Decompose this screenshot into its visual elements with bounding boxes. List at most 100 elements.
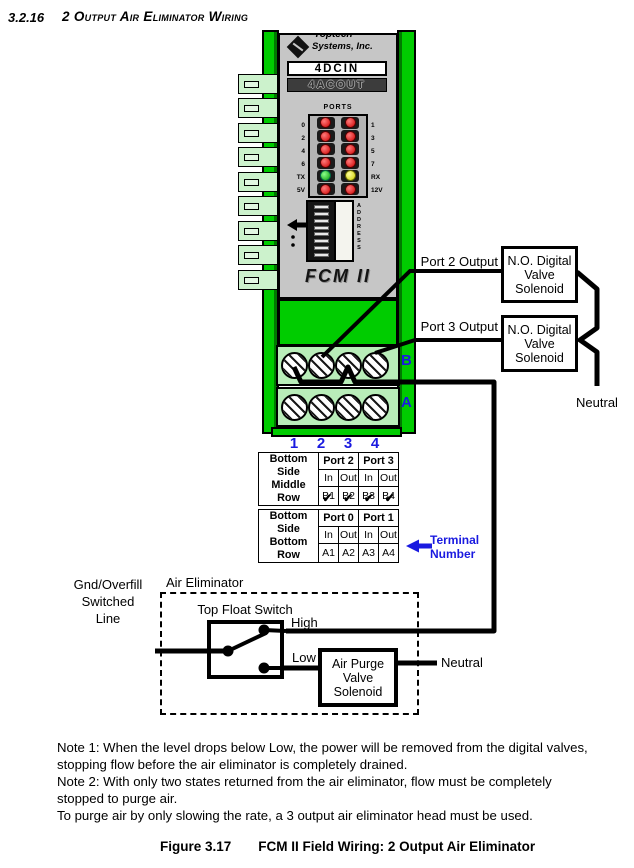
check-icon: ✔ (363, 491, 374, 505)
connector-tab (238, 123, 278, 143)
led-panel (308, 114, 368, 198)
terminal-screw-a2 (307, 393, 335, 421)
no-digital-valve-solenoid-2: N.O. Digital Valve Solenoid (501, 315, 578, 372)
terminal-screw-b2 (307, 351, 335, 379)
led-labels-right: 1 3 5 7 RX 12V (371, 122, 383, 194)
note-3: To purge air by only slowing the rate, a… (57, 808, 533, 823)
led-rx-icon (344, 170, 356, 182)
terminal-screw-a1 (280, 393, 308, 421)
terminal-screw-a4 (361, 393, 389, 421)
dip-slider-track (334, 202, 352, 260)
led-tx-icon (320, 170, 332, 182)
terminal-number-1: 1 (289, 435, 299, 452)
dip-lever (313, 253, 329, 257)
connector-slot (244, 130, 259, 137)
terminal-screw-b1 (280, 351, 308, 379)
port2-output-label: Port 2 Output (420, 254, 498, 269)
terminal-number-4: 4 (370, 435, 380, 452)
ports-panel-label: PORTS (323, 104, 353, 111)
dip-lever (313, 211, 329, 216)
notes-block: Note 1: When the level drops below Low, … (57, 739, 602, 824)
note-1: Note 1: When the level drops below Low, … (57, 740, 588, 772)
connector-tab (238, 172, 278, 192)
led-port4-icon (320, 143, 332, 155)
connector-slot (244, 252, 259, 259)
terminal-screw-a3 (334, 393, 362, 421)
connector-tab (238, 270, 278, 290)
wire-solenoids-neutral (575, 270, 600, 386)
product-name: FCM II (305, 266, 371, 286)
dip-lever (313, 204, 329, 209)
dip-lever (313, 225, 329, 230)
model-label-4dcin: 4DCIN (287, 61, 387, 76)
no-digital-valve-solenoid-1: N.O. Digital Valve Solenoid (501, 246, 578, 303)
led-port2-icon (320, 130, 332, 142)
led-row (310, 116, 366, 129)
table-row-label: Bottom Side Middle Row (258, 452, 319, 506)
high-label: High (291, 615, 318, 630)
note-2: Note 2: With only two states returned fr… (57, 774, 552, 806)
led-port3-icon (344, 130, 356, 142)
led-5v-icon (320, 183, 332, 195)
low-label: Low (292, 650, 316, 665)
led-port6-icon (320, 157, 332, 169)
connector-tab (238, 245, 278, 265)
led-row (310, 143, 366, 156)
top-float-switch-box (207, 620, 284, 679)
connector-tab (238, 98, 278, 118)
led-port0-icon (320, 117, 332, 129)
terminal-screw-b4 (361, 351, 389, 379)
port-header: Port 2 (318, 451, 359, 471)
figure-caption: Figure 3.17 FCM II Field Wiring: 2 Outpu… (160, 839, 535, 854)
dip-switch-block (306, 200, 354, 262)
connector-tab (238, 221, 278, 241)
led-labels-left: 0 2 4 6 TX 5V (296, 122, 305, 194)
led-row (310, 156, 366, 169)
figure-number: Figure 3.17 (160, 839, 232, 854)
dip-lever (313, 232, 329, 237)
led-row (310, 130, 366, 143)
terminal-number-label: Terminal Number (430, 533, 480, 561)
top-float-switch-label: Top Float Switch (197, 602, 293, 617)
row-label-b: B (401, 352, 412, 369)
port3-output-label: Port 3 Output (420, 319, 498, 334)
neutral-label-bottom: Neutral (441, 655, 483, 670)
connector-slot (244, 179, 259, 186)
led-port1-icon (344, 117, 356, 129)
gnd-overfill-label: Gnd/Overfill Switched Line (73, 577, 143, 626)
led-row (310, 183, 366, 196)
led-12v-icon (344, 183, 356, 195)
terminal-screw-b3 (334, 351, 362, 379)
check-icon: ✔ (384, 491, 395, 505)
connector-tab (238, 147, 278, 167)
dip-lever (313, 218, 329, 223)
check-icon: ✔ (322, 491, 333, 505)
terminal-number-arrow-icon (406, 539, 432, 553)
connector-slot (244, 277, 259, 284)
terminal-checkmarks: ✔ ✔ ✔ ✔ (317, 491, 400, 505)
dip-levers (308, 202, 334, 260)
dip-lever (313, 239, 329, 244)
terminal-number-3: 3 (343, 435, 353, 452)
logo-name-clipped: Toptech (314, 35, 394, 41)
connector-slot (244, 154, 259, 161)
air-purge-valve-solenoid-box: Air Purge Valve Solenoid (318, 648, 398, 707)
logo-diamond-icon (286, 35, 310, 59)
table-row-label: Bottom Side Bottom Row (258, 509, 319, 563)
port-header: Port 3 (358, 451, 399, 471)
connector-slot (244, 81, 259, 88)
terminal-table-bottom-row: Bottom Side Bottom Row Port 0 Port 1 In … (258, 508, 399, 563)
led-port7-icon (344, 157, 356, 169)
figure-title: FCM II Field Wiring: 2 Output Air Elimin… (258, 839, 536, 854)
vendor-logo: Toptech Systems, Inc. (282, 35, 396, 60)
connector-slot (244, 228, 259, 235)
section-title: 2 Output Air Eliminator Wiring (62, 9, 249, 24)
terminal-number-2: 2 (316, 435, 326, 452)
logo-subtitle: Systems, Inc. (312, 41, 373, 52)
port-header: Port 0 (318, 508, 359, 528)
section-number: 3.2.16 (8, 10, 45, 25)
module-mid-band (278, 299, 398, 346)
connector-tab (238, 74, 278, 94)
connector-tab (238, 196, 278, 216)
connector-slot (244, 105, 259, 112)
